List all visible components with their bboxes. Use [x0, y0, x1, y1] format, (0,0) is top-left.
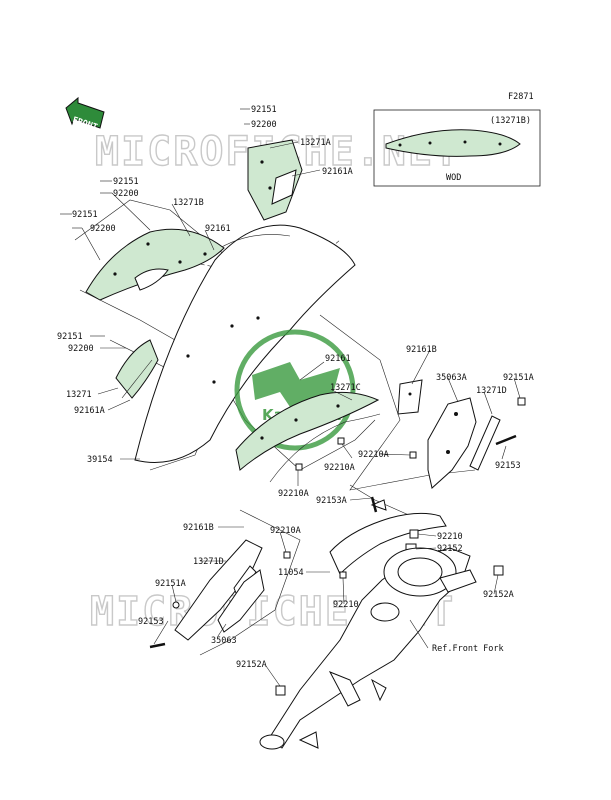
figure-code: F2871: [508, 92, 534, 102]
label-13271a: 13271A: [300, 138, 331, 148]
front-arrow-icon: FRONT: [65, 96, 105, 133]
label-92210a-center: 92210A: [324, 463, 355, 473]
trim-92161b: [397, 379, 423, 415]
label-92161b-right: 92161B: [406, 345, 437, 355]
bracket-35063: [217, 569, 265, 633]
label-13271: 13271: [66, 390, 92, 400]
label-92161a-left: 92161A: [74, 406, 105, 416]
label-92152a-left: 92152A: [236, 660, 267, 670]
label-92210a-left: 92210A: [270, 526, 301, 536]
label-92153-right: 92153: [495, 461, 521, 471]
label-35063a: 35063A: [436, 373, 467, 383]
label-92151-d: 92151: [57, 332, 83, 342]
label-92161b-left: 92161B: [183, 523, 214, 533]
front-fork: [259, 547, 477, 750]
bracket-13271a: [247, 139, 303, 221]
label-92161a-top: 92161A: [322, 167, 353, 177]
garnish-13271c: [235, 391, 381, 483]
label-92161: 92161: [205, 224, 231, 234]
inset-caption: WOD: [446, 173, 461, 183]
label-92151-a: 92151: [251, 105, 277, 115]
label-ref-front-fork: Ref.Front Fork: [432, 644, 504, 654]
label-92151-c: 92151: [72, 210, 98, 220]
inset-part-ref: (13271B): [490, 116, 531, 126]
label-13271c: 13271C: [330, 383, 361, 393]
label-92161-mid: 92161: [325, 354, 351, 364]
garnish-13271b: [85, 228, 225, 301]
label-92152: 92152: [437, 544, 463, 554]
label-35063: 35063: [211, 636, 237, 646]
label-92210-lower: 92210: [333, 600, 359, 610]
label-92200-b: 92200: [113, 189, 139, 199]
fork-bracket-11054: [329, 499, 447, 575]
bracket-13271: [115, 339, 159, 399]
label-92200-a: 92200: [251, 120, 277, 130]
inset-box: (13271B) WOD: [373, 109, 541, 187]
label-39154: 39154: [87, 455, 113, 465]
label-92153a: 92153A: [316, 496, 347, 506]
label-92151a-right: 92151A: [503, 373, 534, 383]
label-92210a-lower: 92210A: [278, 489, 309, 499]
label-92210a-right: 92210A: [358, 450, 389, 460]
label-92151a-left: 92151A: [155, 579, 186, 589]
bracket-35063a: [427, 397, 477, 489]
inset-part-shape: [385, 129, 521, 157]
label-13271b: 13271B: [173, 198, 204, 208]
label-92200-c: 92200: [90, 224, 116, 234]
label-92151-b: 92151: [113, 177, 139, 187]
label-92200-d: 92200: [68, 344, 94, 354]
label-11054: 11054: [278, 568, 304, 578]
label-13271d-left: 13271D: [193, 557, 224, 567]
label-92152a-right: 92152A: [483, 590, 514, 600]
label-92153-left: 92153: [138, 617, 164, 627]
label-13271d-right: 13271D: [476, 386, 507, 396]
bracket-13271d-right: [469, 415, 501, 471]
label-92210-right: 92210: [437, 532, 463, 542]
leader-lines: [60, 108, 521, 687]
